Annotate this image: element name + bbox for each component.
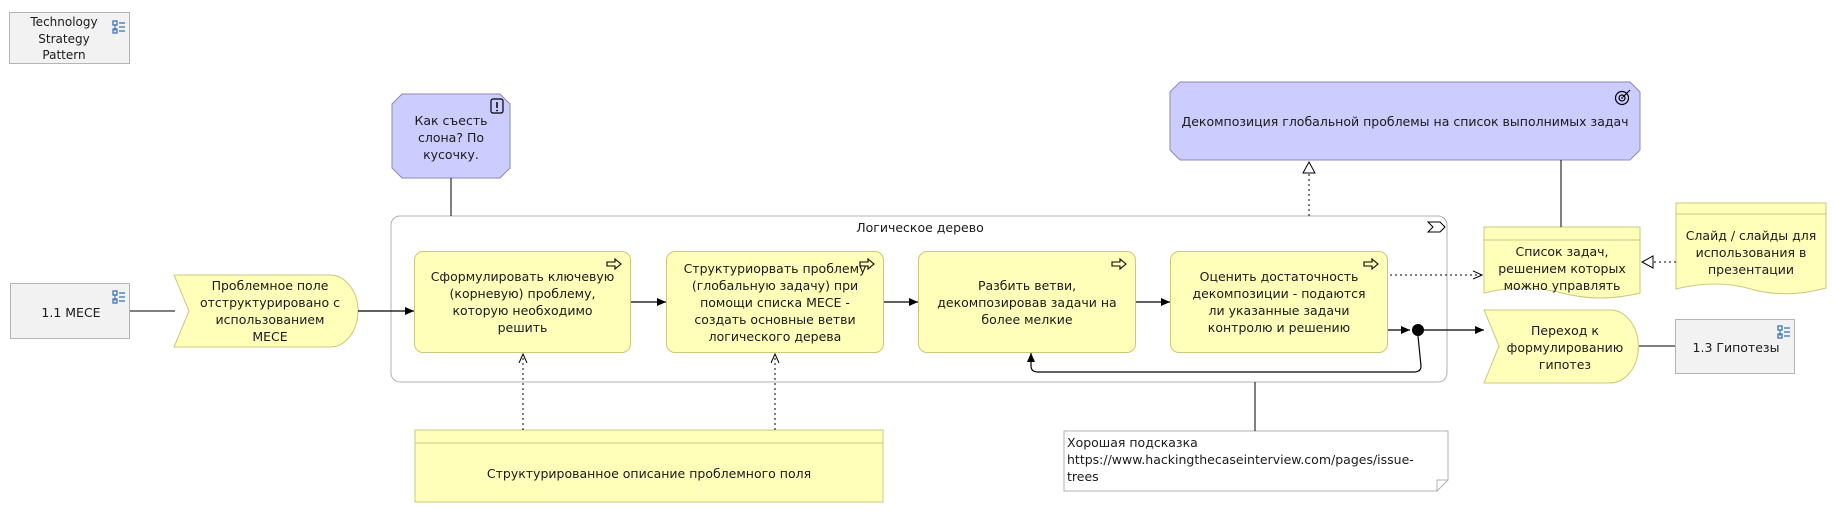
representation-slides-label: Слайд / слайды для использования в презе… — [1685, 227, 1817, 277]
process-assess-decomposition[interactable]: Оценить достаточность декомпозиции - под… — [1170, 251, 1388, 353]
data-object-label: Структурированное описание проблемного п… — [486, 465, 812, 481]
representation-slides-shape[interactable] — [1675, 202, 1827, 295]
deliverable-tasks-shape[interactable] — [1483, 226, 1641, 299]
view-reference-icon — [112, 20, 125, 34]
process-formulate-root-problem[interactable]: Сформулировать ключевую (корневую) пробл… — [414, 251, 631, 353]
logic-tree-group-title: Логическое дерево — [856, 219, 984, 235]
grouping-chevron-icon — [1426, 221, 1446, 233]
process-label: Структуриорвать проблему (глобальную зад… — [683, 260, 867, 344]
technology-strategy-pattern-ref[interactable]: Technology Strategy Pattern — [9, 12, 130, 64]
process-label: Разбить ветви, декомпозировав задачи на … — [937, 277, 1117, 327]
view-reference-icon — [112, 290, 125, 304]
connector-junction-loop-p3 — [1027, 335, 1422, 373]
mece-ref-label: 1.1 MECE — [41, 304, 101, 320]
note-url[interactable]: https://www.hackingthecaseinterview.com/… — [1067, 452, 1414, 484]
junction-dot — [1412, 324, 1424, 336]
assessment-icon — [490, 98, 504, 114]
data-object-shape[interactable] — [414, 429, 884, 503]
hypotheses-ref-label: 1.3 Гипотезы — [1692, 340, 1780, 355]
note-content: Хорошая подсказка https://www.hackingthe… — [1067, 434, 1437, 485]
process-arrow-icon — [859, 258, 875, 270]
event-hypotheses-shape[interactable] — [1483, 309, 1639, 384]
goal-node[interactable] — [1169, 81, 1641, 161]
technology-strategy-pattern-label: Technology Strategy Pattern — [30, 15, 98, 63]
assessment-label: Как съесть слона? По кусочку. — [414, 112, 488, 162]
goal-target-icon — [1614, 89, 1631, 106]
event-problem-field-shape[interactable] — [173, 274, 359, 348]
assessment-node[interactable] — [391, 93, 511, 179]
process-arrow-icon — [1111, 258, 1127, 270]
process-arrow-icon — [606, 258, 622, 270]
deliverable-tasks-label: Список задач, решением которых можно упр… — [1498, 243, 1626, 293]
event-hypotheses-label: Переход к формулированию гипотез — [1506, 322, 1624, 372]
mece-ref[interactable]: 1.1 MECE — [10, 283, 130, 339]
process-arrow-icon — [1363, 258, 1379, 270]
view-reference-icon — [1777, 325, 1790, 339]
process-structure-problem-mece[interactable]: Структуриорвать проблему (глобальную зад… — [666, 251, 884, 353]
note-title: Хорошая подсказка — [1067, 435, 1198, 450]
process-label: Оценить достаточность декомпозиции - под… — [1192, 269, 1366, 335]
goal-label: Декомпозиция глобальной проблемы на спис… — [1181, 113, 1629, 129]
process-label: Сформулировать ключевую (корневую) пробл… — [430, 269, 615, 335]
hypotheses-ref[interactable]: 1.3 Гипотезы — [1675, 319, 1795, 374]
note-shape[interactable] — [1063, 430, 1449, 492]
process-decompose-branches[interactable]: Разбить ветви, декомпозировав задачи на … — [918, 251, 1136, 353]
event-problem-field-label: Проблемное поле отструктурировано с испо… — [200, 278, 340, 344]
